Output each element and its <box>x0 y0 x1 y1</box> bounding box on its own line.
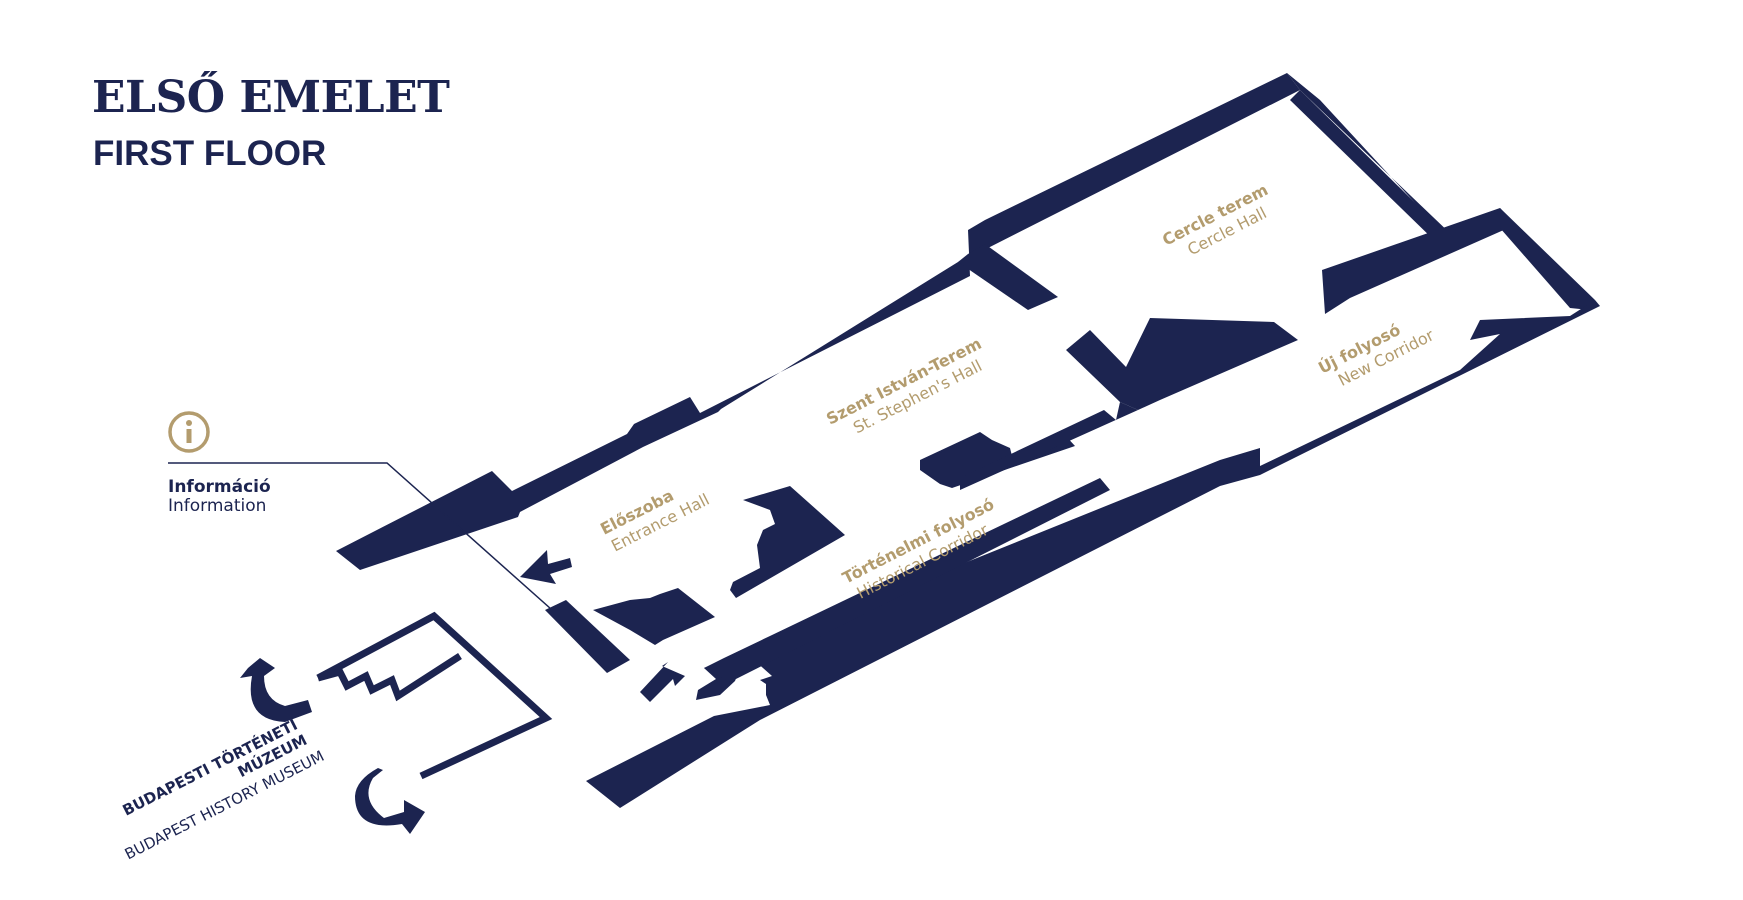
stephen-south-wall <box>920 432 1075 488</box>
historical-corridor-south-wall <box>704 478 1110 682</box>
east-wall-cercle <box>1287 73 1455 240</box>
u-turn-down-arrow-icon[interactable] <box>355 768 425 834</box>
room-uj-folyoso[interactable]: Új folyosó New Corridor <box>1315 307 1437 395</box>
central-pillar-block <box>730 486 845 598</box>
room-eloszoba[interactable]: Előszoba Entrance Hall <box>597 472 712 556</box>
room-cercle[interactable]: Cercle terem Cercle Hall <box>1159 180 1280 267</box>
cercle-south-wall <box>1066 318 1298 410</box>
museum-label[interactable]: BUDAPESTI TÖRTÉNETI MÚZEUM BUDAPEST HIST… <box>103 710 327 864</box>
stephen-south-wall-2 <box>960 402 1138 490</box>
info-marker[interactable]: Információ Information <box>168 411 561 618</box>
info-icon-dot <box>186 420 192 426</box>
new-corridor-east-wall <box>1500 208 1595 310</box>
stair-steps-outline <box>317 653 462 702</box>
room-szent-istvan[interactable]: Szent István-Terem St. Stephen's Hall <box>823 334 993 447</box>
info-icon[interactable] <box>168 411 210 453</box>
north-wall <box>336 73 1300 570</box>
south-wall <box>586 300 1600 808</box>
cercle-east-edge <box>1290 90 1449 244</box>
info-label-hu: Információ <box>168 477 271 497</box>
entrance-lower-block <box>593 588 715 645</box>
info-label-en: Information <box>168 496 266 516</box>
u-turn-up-arrow-icon[interactable] <box>240 658 312 722</box>
arrows <box>240 550 685 834</box>
cercle-corner-block <box>958 244 1058 310</box>
info-leader-line <box>168 462 561 618</box>
museum-passage-outline <box>316 611 553 780</box>
page-title: ELSŐ EMELET <box>92 72 450 123</box>
info-icon-bar <box>186 429 192 443</box>
floor-plan-walls <box>336 73 1600 808</box>
stair-block <box>545 600 630 673</box>
arrow-out-icon[interactable] <box>520 550 572 584</box>
arrow-in-icon[interactable] <box>640 662 685 702</box>
new-corridor-upper-wall <box>1322 208 1515 314</box>
stairs-icon <box>316 611 553 780</box>
page-subtitle: FIRST FLOOR <box>93 134 327 173</box>
